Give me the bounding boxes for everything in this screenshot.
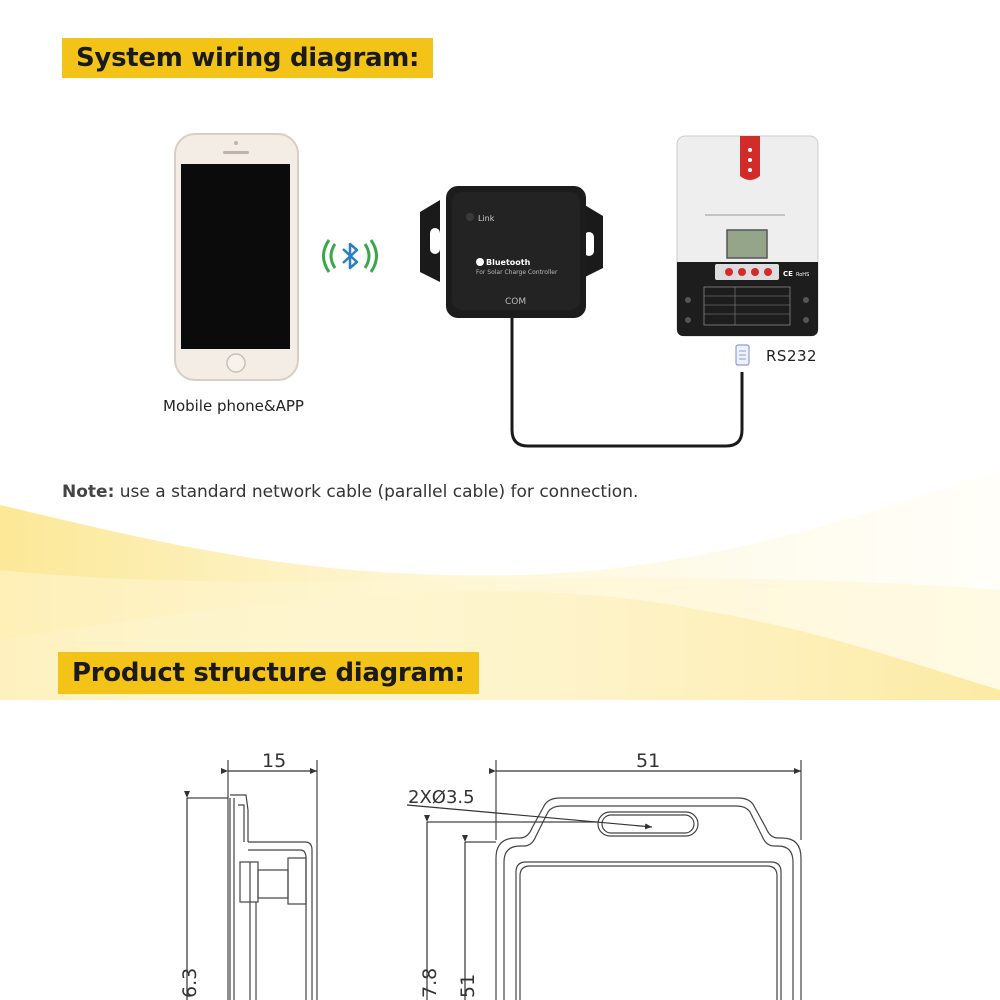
dim-front-height-b-label: 51 (457, 974, 479, 998)
dim-front-height-a-label: 7.8 (419, 968, 441, 998)
dim-depth-label: 15 (262, 750, 286, 772)
note-prefix: Note: (62, 482, 115, 502)
rj-connector (735, 344, 750, 366)
rohs-badge: RoHS (796, 272, 809, 278)
bluetooth-module: Link Bluetooth For Solar Charge Controll… (420, 186, 603, 318)
dim-width-label: 51 (636, 750, 660, 772)
note-text: use a standard network cable (parallel c… (114, 482, 639, 502)
com-port-label: COM (505, 297, 526, 307)
link-label: Link (478, 214, 495, 223)
charge-controller: CE RoHS (676, 135, 819, 337)
rs232-label: RS232 (766, 347, 818, 365)
mobile-phone (174, 133, 299, 381)
bluetooth-icon (322, 239, 378, 273)
network-cable (510, 318, 744, 448)
dim-side-height-label: 6.3 (179, 968, 201, 998)
connection-note: Note: use a standard network cable (para… (62, 482, 638, 502)
wiring-section-title: System wiring diagram: (62, 38, 434, 78)
ce-mark: CE (783, 270, 793, 278)
module-brand-label: Bluetooth (486, 258, 531, 267)
dim-holes-label: 2XØ3.5 (408, 787, 475, 808)
front-view (406, 760, 802, 1000)
side-view (184, 760, 318, 1000)
module-subtitle: For Solar Charge Controller (476, 269, 558, 276)
phone-caption: Mobile phone&APP (163, 397, 304, 415)
structure-section-title: Product structure diagram: (58, 652, 479, 694)
